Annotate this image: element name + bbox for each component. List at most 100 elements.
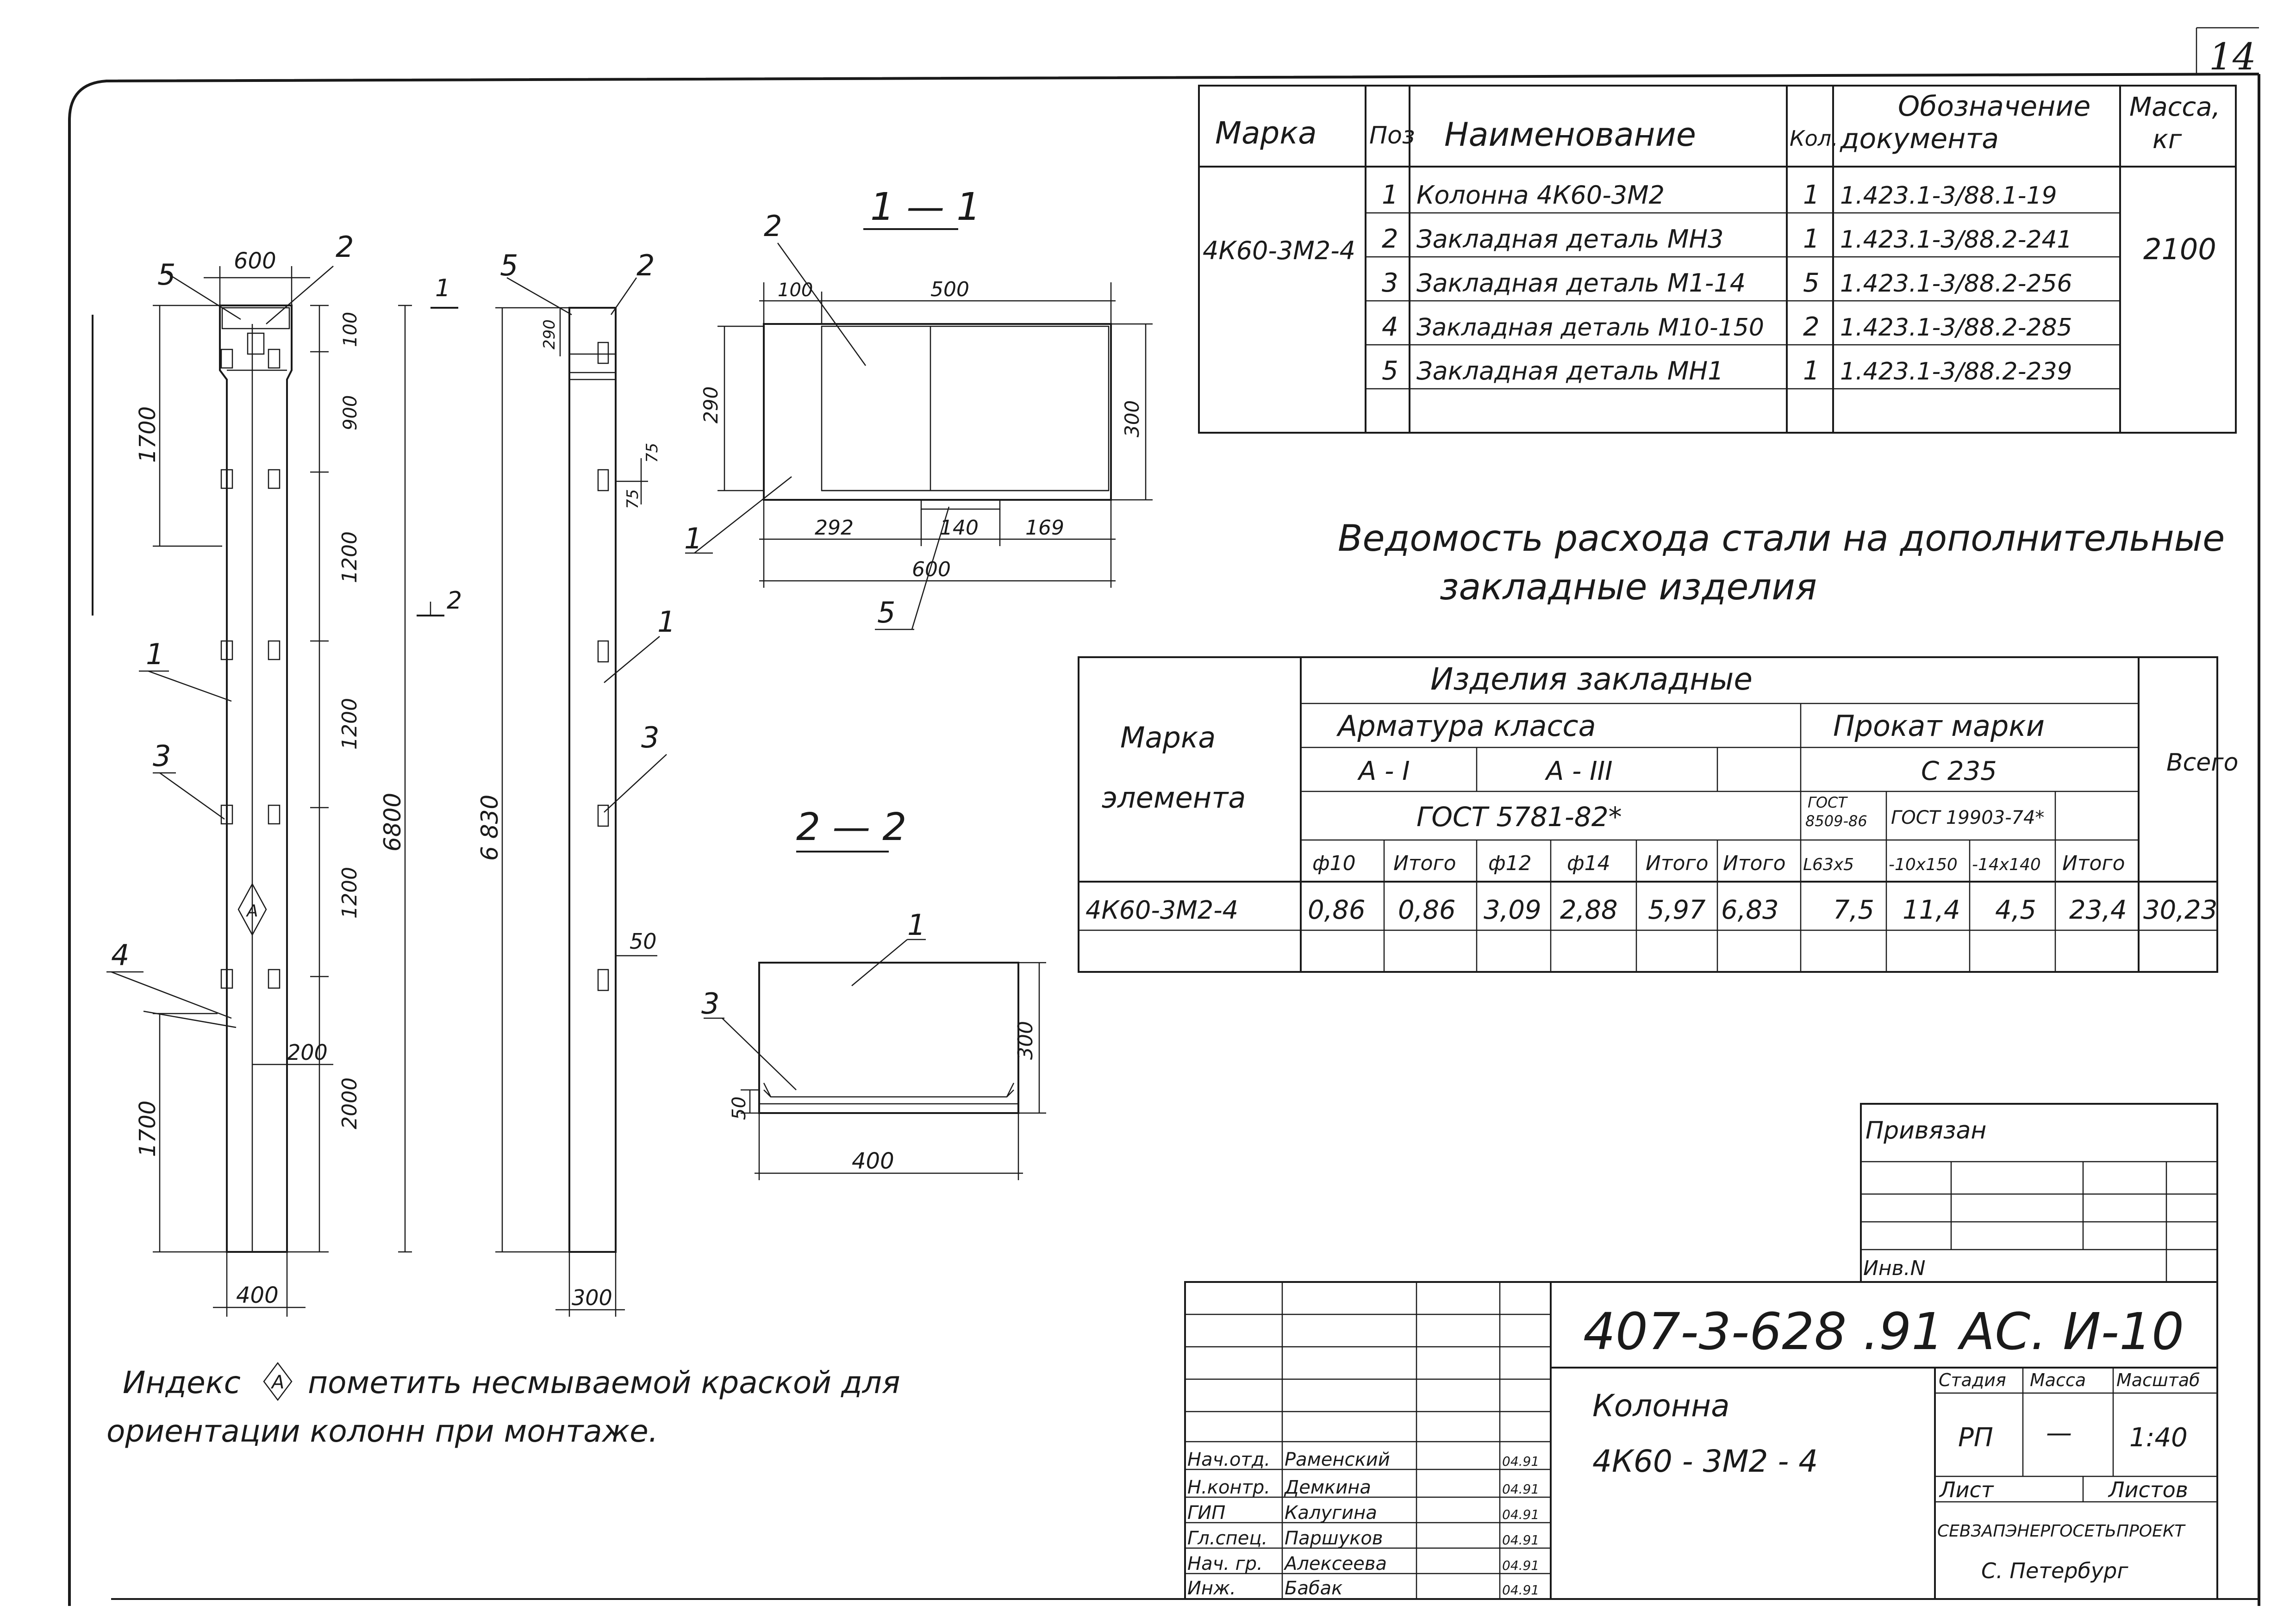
callout-1: 1 [146,637,164,671]
title-object-2: 4К60 - 3М2 - 4 [1592,1444,1818,1479]
s11-dim-100: 100 [778,280,813,301]
signer-date: 04.91 [1502,1532,1539,1548]
section-1-1-title: 1 — 1 [870,185,980,229]
spec-name: Закладная деталь МН3 [1416,224,1723,254]
spec-name: Закладная деталь М1-14 [1416,268,1746,298]
steel-rolled-grade: С 235 [1921,756,1997,786]
steel-gost-8509-1: ГОСТ [1808,794,1848,811]
title-stage-header: Стадия [1939,1370,2006,1390]
signer-row: Нач. гр. Алексеева 04.91 [1187,1553,1539,1574]
spec-header-mark: Марка [1215,115,1317,151]
steel-value: 0,86 [1308,895,1366,925]
signer-row: ГИП Калугина 04.91 [1187,1502,1539,1524]
side-callout-3: 3 [641,721,659,754]
steel-title-line2: закладные изделия [1440,566,1817,608]
steel-value: 3,09 [1484,895,1541,925]
title-code: 407-3-628 .91 АС. И-10 [1583,1302,2184,1361]
section-mark-1: 1 [435,274,450,302]
s22-dim-50: 50 [729,1096,750,1120]
signer-date: 04.91 [1502,1558,1539,1573]
spec-doc: 1.423.1-3/88.2-241 [1840,226,2072,254]
side-dim-6830: 6 830 [476,795,503,861]
spec-header-doc-2: документа [1840,123,1999,155]
dim-600: 600 [234,248,276,274]
signer-date: 04.91 [1502,1507,1539,1522]
dim-6800: 6800 [379,793,406,852]
spec-table [1198,85,2237,434]
callout-5: 5 [157,258,175,292]
s22-dim-300: 300 [1014,1021,1037,1060]
s11-dim-600: 600 [912,558,951,581]
spec-row: 5 Закладная деталь МН1 1 1.423.1-3/88.2-… [1382,356,2072,386]
steel-value: 30,23 [2143,895,2217,925]
steel-mark-header-2: элемента [1102,781,1246,815]
dim-900: 900 [340,395,361,430]
signer-date: 04.91 [1502,1454,1539,1469]
signer-role: Гл.спец. [1187,1528,1267,1549]
title-sheet-label: Лист [1939,1477,1994,1502]
steel-subheader: ф12 [1488,852,1532,875]
spec-header-doc-1: Обозначение [1898,90,2090,123]
steel-subheader: Итого [1723,852,1786,875]
steel-subheader: Итого [2062,852,2125,875]
signer-row: Нач.отд. Раменский 04.91 [1187,1449,1539,1470]
spec-qty: 1 [1803,356,1820,386]
note-line1-rest: пометить несмываемой краской для [308,1365,900,1400]
title-sheets-label: Листов [2108,1477,2188,1502]
spec-header-qty: Кол. [1790,126,1838,151]
spec-pos: 5 [1382,356,1398,386]
note-index-diamond [263,1362,293,1401]
signer-name: Бабак [1285,1578,1342,1599]
column-side-view [495,277,667,1317]
steel-subheader: -14x140 [1972,855,2041,874]
steel-rolled-header: Прокат марки [1833,709,2045,743]
steel-group-header: Изделия закладные [1430,661,1753,697]
spec-qty: 1 [1803,180,1820,210]
side-callout-1: 1 [657,605,675,639]
signer-name: Раменский [1285,1449,1390,1470]
steel-title-line1: Ведомость расхода стали на дополнительны… [1338,518,2225,560]
elevation-callouts: 5 2 1 3 4 А 1 2 [111,230,462,972]
signer-date: 04.91 [1502,1481,1539,1497]
signer-role: Нач. гр. [1187,1553,1263,1574]
steel-table [1078,656,2218,973]
callout-3: 3 [153,739,171,773]
side-dim-75-a: 75 [643,443,661,463]
title-stage: РП [1958,1423,1993,1453]
spec-header-name: Наименование [1444,116,1696,154]
spec-doc: 1.423.1-3/88.2-239 [1840,358,2072,386]
spec-qty: 2 [1803,312,1820,342]
spec-row: 1 Колонна 4К60-3М2 1 1.423.1-3/88.1-19 [1382,180,2057,210]
spec-doc: 1.423.1-3/88.1-19 [1840,182,2057,210]
elevation-dims: 600 100 900 1200 1200 1200 2000 1700 170… [135,248,406,1308]
s22-dim-400: 400 [852,1148,894,1174]
spec-row: 2 Закладная деталь МН3 1 1.423.1-3/88.2-… [1382,224,2072,254]
dim-1200-c: 1200 [338,867,362,919]
spec-header-mass-1: Масса, [2129,92,2220,122]
side-view-labels: 290 75 75 50 6 830 300 5 2 1 3 [476,249,675,1310]
side-dim-290: 290 [540,319,559,349]
column-elevation [106,266,458,1317]
spec-pos: 3 [1382,268,1398,298]
section-mark-2: 2 [447,587,462,615]
s11-callout-2: 2 [764,209,782,243]
steel-value: 11,4 [1903,895,1960,925]
title-scale-header: Масштаб [2116,1370,2200,1390]
callout-2: 2 [336,230,354,264]
steel-subheader: ф10 [1312,852,1356,875]
steel-value: 0,86 [1398,895,1456,925]
steel-value: 6,83 [1721,895,1779,925]
dim-1200-a: 1200 [338,531,362,583]
signer-name: Демкина [1284,1477,1371,1498]
s11-dim-140: 140 [940,516,979,540]
spec-mass: 2100 [2143,232,2216,266]
s11-dim-169: 169 [1025,516,1064,540]
spec-header-mass-2: кг [2152,124,2182,155]
binding-inv: Инв.N [1863,1257,1926,1280]
steel-subheader: Итого [1646,852,1709,875]
signer-name: Алексеева [1283,1553,1387,1574]
signer-role: Инж. [1187,1578,1236,1599]
steel-gost-8509-2: 8509-86 [1805,812,1867,830]
spec-header-pos: Поз [1369,122,1415,149]
signer-row: Инж. Бабак 04.91 [1187,1578,1539,1599]
